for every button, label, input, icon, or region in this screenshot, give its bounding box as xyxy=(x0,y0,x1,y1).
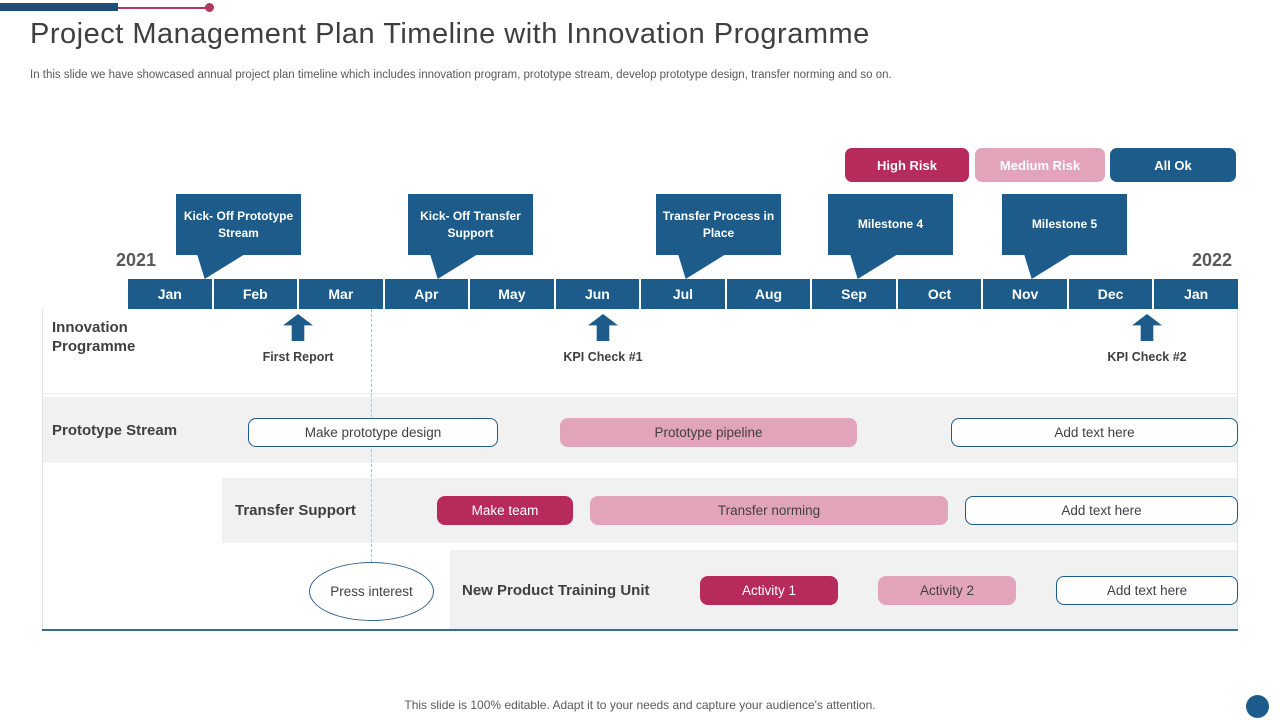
legend-high-risk[interactable]: High Risk xyxy=(845,148,969,182)
milestone-kpi-check-2: KPI Check #2 xyxy=(1107,350,1187,364)
month-cell: Jan xyxy=(1154,279,1238,309)
month-cell: Jun xyxy=(555,279,640,309)
callout-milestone-5: Milestone 5 xyxy=(1002,194,1127,255)
month-cell: Oct xyxy=(897,279,982,309)
task-activity-2[interactable]: Activity 2 xyxy=(878,576,1016,605)
footer-note: This slide is 100% editable. Adapt it to… xyxy=(404,698,876,712)
corner-dot xyxy=(1246,695,1269,718)
month-cell: Mar xyxy=(299,279,383,309)
timeline-table-frame xyxy=(42,309,1238,630)
task-make-prototype-design[interactable]: Make prototype design xyxy=(248,418,498,447)
month-cell: May xyxy=(470,279,554,309)
milestone-first-report: First Report xyxy=(262,350,334,364)
page-subtitle: In this slide we have showcased annual p… xyxy=(30,69,892,81)
legend-medium-risk[interactable]: Medium Risk xyxy=(975,148,1105,182)
task-add-text-transfer[interactable]: Add text here xyxy=(965,496,1238,525)
callout-kickoff-transfer-support: Kick- Off Transfer Support xyxy=(408,194,533,255)
row-label-prototype-stream: Prototype Stream xyxy=(52,422,178,439)
milestone-kpi-check-1: KPI Check #1 xyxy=(563,350,643,364)
month-cell: Jan xyxy=(128,279,212,309)
month-cell: Apr xyxy=(384,279,469,309)
callout-tail xyxy=(1024,254,1072,279)
row-label-new-product-training-unit: New Product Training Unit xyxy=(462,582,650,599)
task-prototype-pipeline[interactable]: Prototype pipeline xyxy=(560,418,857,447)
callout-tail xyxy=(850,254,898,279)
month-cell: Aug xyxy=(726,279,811,309)
top-accent-bar xyxy=(0,3,118,11)
month-cell: Nov xyxy=(983,279,1067,309)
callout-milestone-4: Milestone 4 xyxy=(828,194,953,255)
month-cell: Sep xyxy=(812,279,896,309)
callout-tail xyxy=(678,254,726,279)
task-add-text-prototype[interactable]: Add text here xyxy=(951,418,1238,447)
task-activity-1[interactable]: Activity 1 xyxy=(700,576,838,605)
month-cell: Feb xyxy=(213,279,298,309)
month-cell: Dec xyxy=(1068,279,1153,309)
callout-transfer-process-in-place: Transfer Process in Place xyxy=(656,194,781,255)
callout-tail xyxy=(430,254,478,279)
row-innovation-programme xyxy=(42,309,1238,394)
table-bottom-border xyxy=(42,629,1238,631)
press-interest-ellipse[interactable]: Press interest xyxy=(309,562,434,621)
callout-kickoff-prototype-stream: Kick- Off Prototype Stream xyxy=(176,194,301,255)
legend-all-ok[interactable]: All Ok xyxy=(1110,148,1236,182)
task-add-text-training[interactable]: Add text here xyxy=(1056,576,1238,605)
month-cell: Jul xyxy=(641,279,725,309)
top-accent-dot xyxy=(205,3,214,12)
row-label-transfer-support: Transfer Support xyxy=(235,502,356,519)
page-title: Project Management Plan Timeline with In… xyxy=(30,18,870,50)
callout-tail xyxy=(197,254,245,279)
year-start-label: 2021 xyxy=(116,250,157,270)
task-make-team[interactable]: Make team xyxy=(437,496,573,525)
year-end-label: 2022 xyxy=(1192,250,1233,270)
row-label-innovation-programme: Innovation Programme xyxy=(52,319,136,355)
month-bar: Jan Feb Mar Apr May Jun Jul Aug Sep Oct … xyxy=(128,279,1238,309)
task-transfer-norming[interactable]: Transfer norming xyxy=(590,496,948,525)
